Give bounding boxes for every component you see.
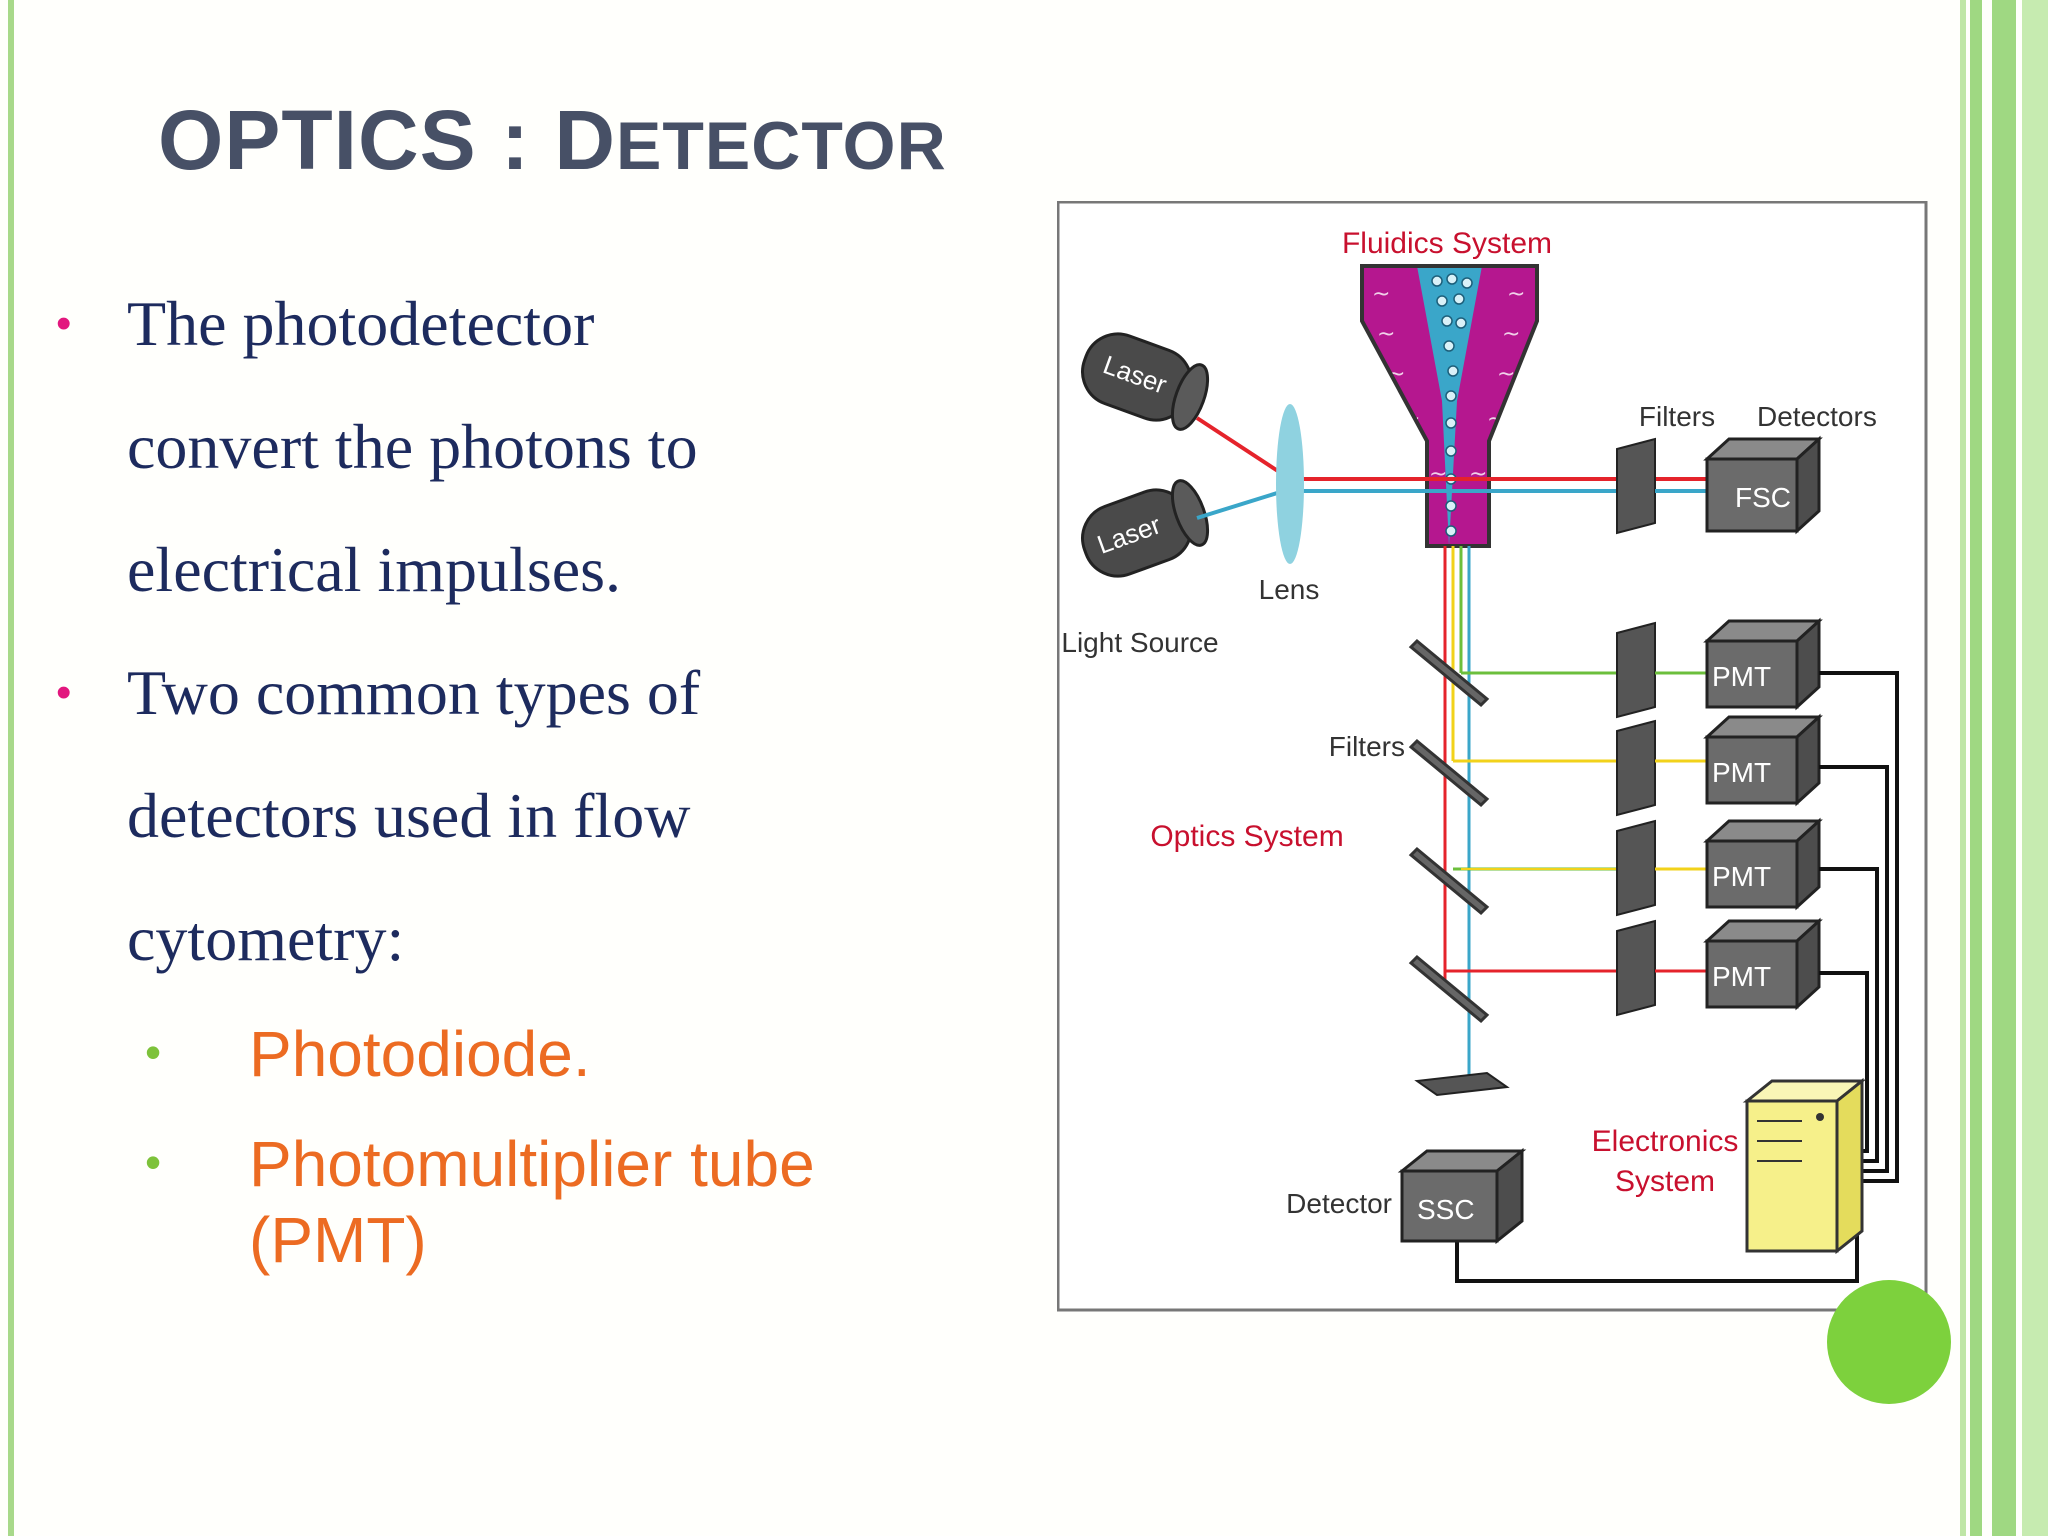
sub-bullet-dot: • [145,1136,162,1188]
ssc-filter [1414,1071,1510,1097]
bullet-line: The photodetector [127,288,595,359]
flow-cell-outline [1360,264,1539,548]
ssc-detector: SSC [1397,1147,1527,1245]
decorative-circle [1827,1280,1951,1404]
right-border-stripe [2022,0,2048,1536]
pmt-filter [1616,621,1656,1017]
dichroic-filter [1408,638,1490,1024]
pmt-label: PMT [1712,861,1771,892]
pmt-detector: PMT [1703,617,1823,711]
svg-text:~: ~ [1429,462,1447,487]
pmt-label: PMT [1712,661,1771,692]
pmt-detector: PMT [1703,917,1823,1011]
detectors-label: Detectors [1757,401,1877,432]
svg-text:~: ~ [1507,282,1525,307]
filters-mid-label: Filters [1329,731,1405,762]
lens-label: Lens [1259,574,1320,605]
ssc-label: SSC [1417,1194,1475,1225]
pmt-label: PMT [1712,961,1771,992]
left-border-stripe [8,0,14,1536]
filter [1616,437,1656,535]
slide-title-rest: ETECTOR [616,108,947,184]
detector-label: Detector [1286,1188,1392,1219]
beam-blue [1196,487,1291,520]
right-border-stripe [1970,0,1982,1536]
bullet-item: • The photodetector convert the photons … [50,262,870,631]
right-border [1960,0,2048,1536]
sub-bullet-text: Photodiode. [249,1018,591,1090]
bullet-line: Two common types of [127,657,701,728]
sub-bullet-dot: • [145,1026,162,1078]
bullet-item: • Two common types of detectors used in … [50,631,870,1000]
slide-title-main: OPTICS : D [158,93,617,187]
pmt-detector: PMT [1703,713,1823,807]
fsc-detector: FSC [1703,435,1823,535]
beam-red [1195,416,1292,481]
optics-system-label: Optics System [1150,820,1343,853]
electronics-label: System [1615,1165,1715,1198]
flow-cytometer-diagram: Fluidics System ~~ ~~ ~~ ~~ ~~ Laser [1057,201,1928,1312]
right-border-stripe [1960,0,1966,1536]
svg-text:~: ~ [1497,362,1515,387]
bullet-line: electrical impulses. [127,534,622,605]
bullet-list: • The photodetector convert the photons … [50,262,870,1000]
fluidics-system-label: Fluidics System [1342,227,1552,260]
fsc-label: FSC [1735,482,1791,513]
laser-top: Laser [1081,332,1210,431]
svg-text:~: ~ [1377,322,1395,347]
electronics-label: Electronics [1592,1125,1739,1158]
light-source-label: Light Source [1061,627,1218,658]
laser-bottom: Laser [1081,479,1210,578]
left-border [0,0,24,1536]
bullet-line: cytometry: [127,903,405,974]
bullet-line: detectors used in flow [127,780,691,851]
sub-bullet-text: Photomultiplier tube (PMT) [249,1128,815,1276]
lens [1276,404,1304,564]
electronics-computer [1742,1077,1867,1255]
pmt-detector: PMT [1703,817,1823,911]
filters-top-label: Filters [1639,401,1715,432]
bullet-dot: • [56,668,72,717]
svg-text:~: ~ [1469,462,1487,487]
bullet-dot: • [56,299,72,348]
right-border-stripe [1992,0,2016,1536]
svg-text:~: ~ [1372,282,1390,307]
pmt-label: PMT [1712,757,1771,788]
slide-title: OPTICS : DETECTOR [158,92,947,189]
bullet-line: convert the photons to [127,411,698,482]
svg-text:~: ~ [1502,322,1520,347]
